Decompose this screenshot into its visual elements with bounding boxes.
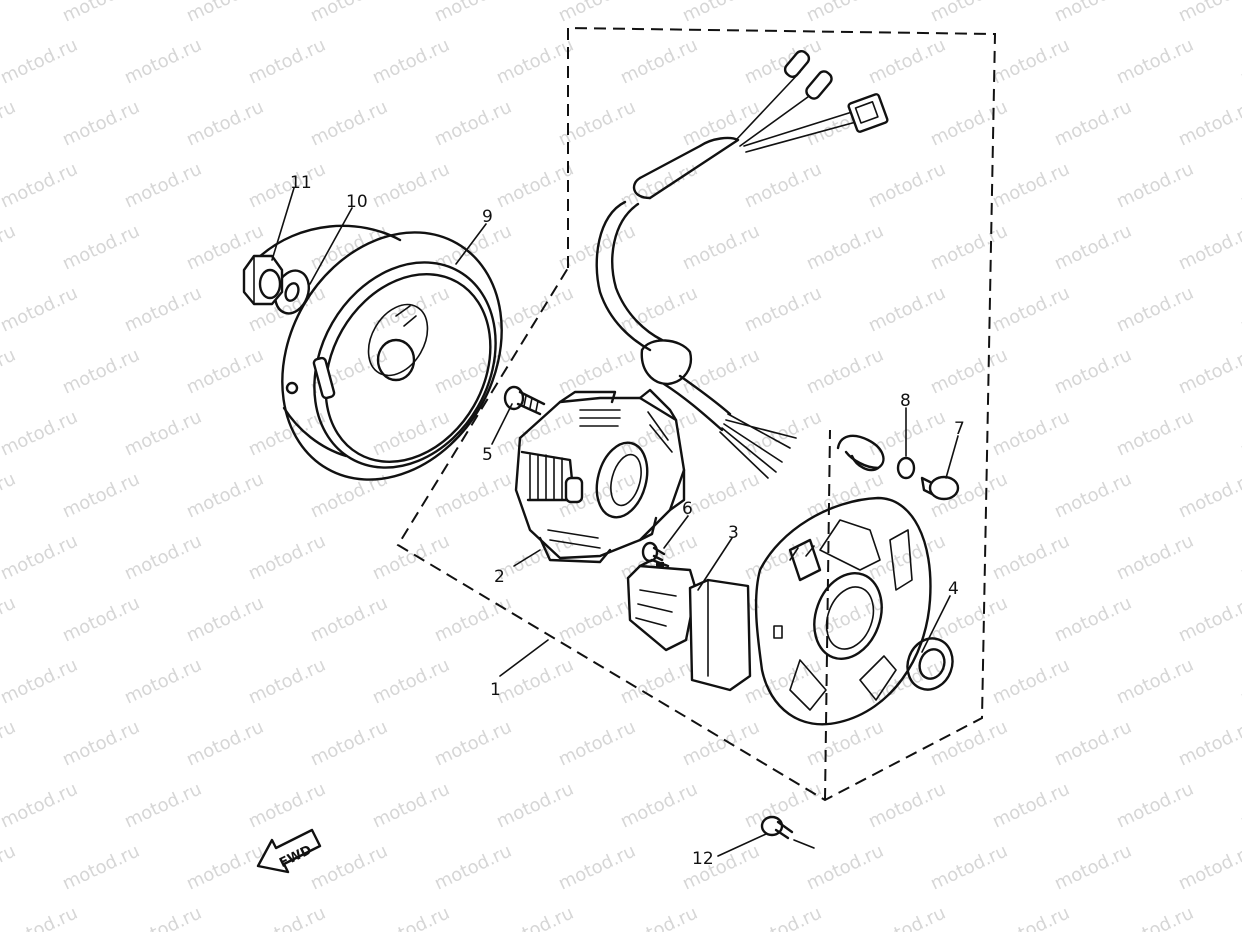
leader-lines — [271, 187, 959, 857]
callout-4: 4 — [948, 579, 959, 599]
screw-6 — [641, 541, 666, 563]
callout-12: 12 — [692, 849, 714, 869]
callout-11: 11 — [290, 173, 312, 193]
oil-seal — [906, 637, 954, 691]
wire-clamp — [836, 434, 885, 472]
rotor — [256, 224, 503, 481]
assembly-boundary — [396, 26, 997, 802]
callout-9: 9 — [482, 207, 493, 227]
callout-2: 2 — [494, 567, 505, 587]
wire-harness — [595, 50, 889, 479]
pickup-coil — [626, 558, 752, 692]
callout-1: 1 — [490, 680, 501, 700]
callout-6: 6 — [682, 499, 693, 519]
fwd-arrow-icon: FWD — [256, 828, 322, 874]
callout-7: 7 — [954, 419, 965, 439]
callout-10: 10 — [346, 192, 368, 212]
stator-base-plate — [754, 496, 932, 726]
lock-washer — [896, 456, 916, 480]
callout-8: 8 — [900, 391, 911, 411]
callout-5: 5 — [482, 445, 493, 465]
nut — [242, 254, 284, 306]
screw-12 — [760, 815, 794, 840]
stator — [514, 388, 686, 564]
callout-3: 3 — [728, 523, 739, 543]
screw-7 — [920, 475, 960, 501]
callout-labels: 1 2 3 4 5 6 7 8 9 10 11 12 — [290, 173, 965, 869]
screw-5 — [503, 385, 546, 416]
